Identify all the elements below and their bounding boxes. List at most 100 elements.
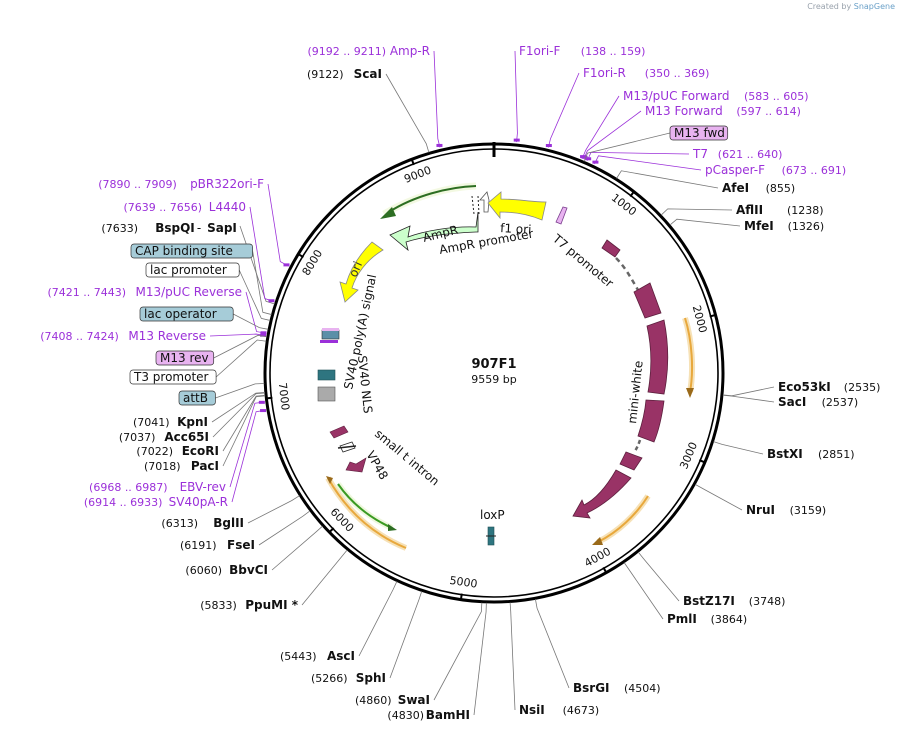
site-coord: (4860) (355, 694, 392, 707)
leader-line (239, 225, 275, 305)
primer-name: M13/pUC Reverse (136, 285, 243, 299)
tick-label: 2000 (690, 304, 710, 334)
leader-line (594, 155, 702, 171)
label-box (139, 306, 234, 322)
boxed-label-text: attB (183, 391, 208, 405)
site-name: PmlI (667, 612, 697, 626)
leader-line (222, 395, 266, 467)
primer-name: SV40pA-R (169, 495, 228, 509)
leader-line (212, 392, 265, 438)
mini-white-seg-4 (637, 399, 665, 443)
leader-line (267, 183, 289, 267)
site-name: AflII (736, 203, 763, 217)
site-coord: (5443) (280, 650, 317, 663)
leader-line (433, 602, 483, 701)
primer-coord: (9192 .. 9211) (307, 45, 386, 58)
vp48-arrow (345, 457, 367, 473)
orange-arc-bottom-left (327, 477, 407, 549)
leader-line (669, 218, 741, 227)
primer-coord: (7890 .. 7909) (98, 178, 177, 191)
label-f1-ori: f1 ori (500, 221, 532, 237)
label-box (155, 350, 215, 366)
ampr-body (389, 211, 479, 252)
ampr-green-line (388, 185, 477, 213)
orange-arc-bottom-right (597, 495, 649, 543)
leader-line (514, 50, 518, 143)
tick-mark (709, 313, 717, 318)
mini-white-seg-3 (646, 319, 669, 395)
lac-operator-box-feature (321, 329, 340, 340)
site-coord: (1238) (787, 204, 824, 217)
feature-arrows (317, 182, 696, 551)
primer-mark (260, 409, 267, 413)
primer-name: M13 Reverse (128, 329, 206, 343)
leader-lines (209, 50, 775, 716)
primer-coord: (6968 .. 6987) (89, 481, 168, 494)
site-coord: (5833) (200, 599, 237, 612)
site-coord: (3748) (749, 595, 786, 608)
leader-line (252, 250, 272, 315)
site-separator: - (197, 221, 201, 235)
sv40-polya-feature (317, 369, 336, 381)
leader-line (271, 525, 323, 571)
leader-line (713, 441, 764, 455)
site-name: AscI (327, 649, 355, 663)
leader-line (213, 334, 267, 359)
boxed-label-text: lac promoter (150, 263, 227, 277)
tick-mark (296, 252, 304, 259)
site-coord: (1326) (788, 220, 825, 233)
site-coord: (7041) (133, 416, 170, 429)
primer-mark (260, 333, 267, 337)
f1-ori-arrow (487, 191, 547, 221)
site-name: BbvCI (229, 563, 268, 577)
mini-white-seg-2 (633, 282, 662, 319)
primer-name: EBV-rev (180, 480, 226, 494)
leader-line (385, 73, 430, 153)
tick-label: 1000 (609, 191, 639, 218)
site-coord: (855) (766, 182, 796, 195)
plasmid-length: 9559 bp (471, 373, 516, 386)
tick-mark (265, 396, 273, 400)
primer-mark (260, 331, 267, 335)
primer-coord: (138 .. 159) (581, 45, 646, 58)
leader-line (547, 72, 580, 148)
site-coord: (6191) (180, 539, 217, 552)
primer-mark (545, 144, 552, 148)
site-coord: (3159) (790, 504, 827, 517)
site-name: ScaI (354, 67, 382, 81)
leader-line (637, 551, 680, 602)
t7-promoter-arrow (555, 206, 568, 225)
snapgene-watermark: Created by SnapGene (807, 2, 895, 11)
site-name: NsiI (519, 703, 545, 717)
site-coord: (9122) (307, 68, 344, 81)
site-coord: (6060) (185, 564, 222, 577)
mini-white-seg-5 (619, 451, 643, 471)
label-loxp: loxP (480, 508, 505, 522)
site-name: BamHI (426, 708, 470, 722)
leader-line (358, 581, 398, 657)
site-coord: (2535) (844, 381, 881, 394)
site-name: SphI (356, 671, 386, 685)
tick-mark (629, 190, 636, 198)
primer-mark (513, 138, 520, 142)
site-name: EcoRI (182, 444, 219, 458)
site-name: AfeI (722, 181, 749, 195)
primer-coord: (7639 .. 7656) (123, 201, 202, 214)
small-t-arrow (329, 425, 349, 439)
leader-line (722, 394, 775, 403)
primer-coord: (350 .. 369) (645, 67, 710, 80)
site-name: Eco53kI (778, 380, 831, 394)
site-name: PacI (191, 459, 219, 473)
leader-line (509, 602, 516, 711)
plasmid-name: 907F1 (471, 357, 516, 372)
mini-white-arrow (572, 469, 632, 519)
leader-line (433, 50, 441, 148)
leader-line (215, 339, 267, 378)
leader-line (238, 269, 271, 321)
label-mini-white: mini-white (625, 360, 646, 424)
site-name: MfeI (744, 219, 774, 233)
site-coord: (2851) (818, 448, 855, 461)
label-vp48: VP48 (363, 449, 390, 483)
orange-arc-right (684, 317, 694, 393)
site-coord: (5266) (311, 672, 348, 685)
